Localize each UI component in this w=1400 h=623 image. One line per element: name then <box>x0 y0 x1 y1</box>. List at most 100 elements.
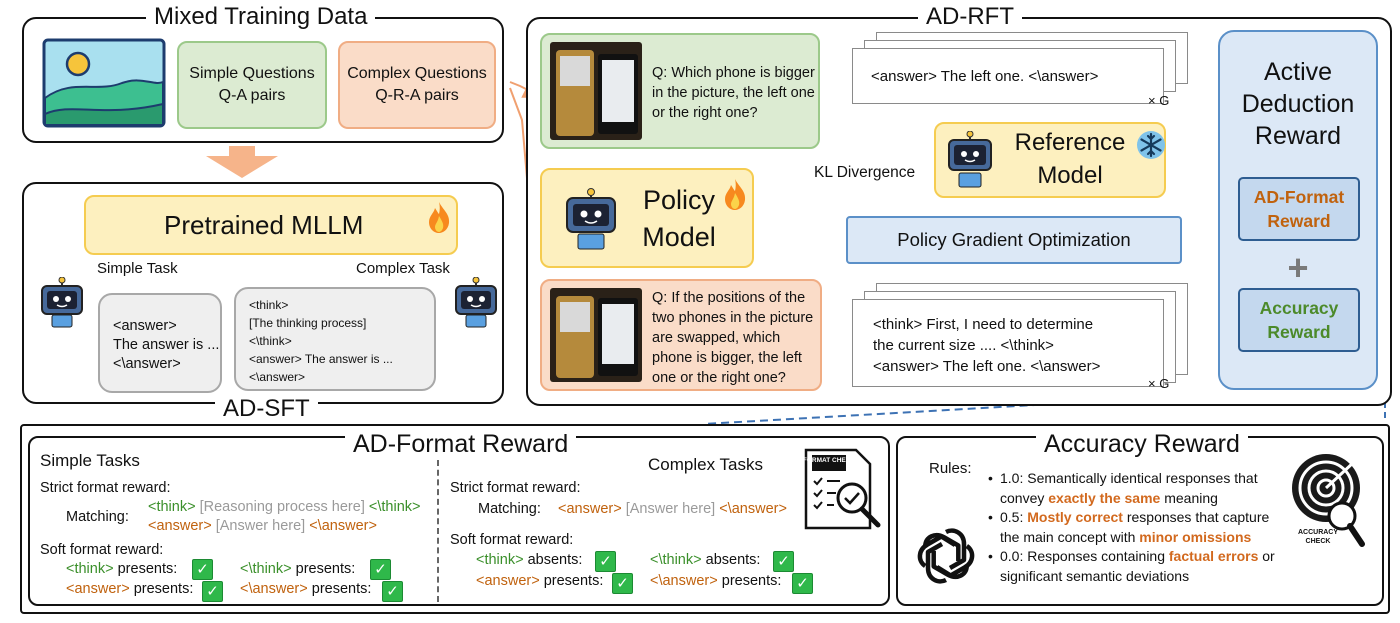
adr-line3: Reward <box>1254 122 1342 150</box>
think-close-tag: <\think> <box>368 499 421 515</box>
accuracy-check-line2: CHECK <box>1305 538 1331 545</box>
reference-label-line1: Reference <box>1014 129 1126 156</box>
soft-simple-think-row: <think> presents: <box>66 559 177 580</box>
image-icon <box>42 38 166 128</box>
rule-highlight: minor omissions <box>1139 528 1252 545</box>
output-line: <think> First, I need to determine <box>873 316 1094 333</box>
soft-complex-answer-row: <answer> presents: <box>476 571 603 592</box>
bubble-line: <\think> <box>249 334 292 348</box>
rule-item: • 1.0: Semantically identical responses … <box>988 470 1258 506</box>
soft-complex-answer-close-row: <\answer> presents: <box>650 571 781 592</box>
presents-label: presents: <box>133 581 194 597</box>
bubble-line: <answer> <box>113 318 177 334</box>
answer-close-tag: <\answer> <box>309 518 377 534</box>
policy-label-line1: Policy <box>642 185 716 215</box>
question-complex-text: Q: If the positions of the two phones in… <box>652 290 814 386</box>
rule-item: • 0.0: Responses containing factual erro… <box>988 548 1275 584</box>
rule-text: or <box>1258 548 1275 564</box>
output-line: <answer> The left one. <\answer> <box>873 358 1101 375</box>
rule-text: the main concept with <box>1000 528 1140 545</box>
answer-tag: <answer> <box>148 518 212 534</box>
answer-tag: <answer> <box>476 573 540 589</box>
simple-matching-line2: <answer> [Answer here] <\answer> <box>148 516 377 537</box>
think-tag: <think> <box>476 552 524 568</box>
rule-text: 1.0: Semantically identical responses th… <box>1000 470 1258 486</box>
chatgpt-logo-icon <box>914 524 978 593</box>
plus-sign: + <box>1287 247 1309 288</box>
rules-label: Rules: <box>929 460 972 477</box>
bubble-line: The answer is ... <box>113 337 220 353</box>
soft-simple-think-close-row: <\think> presents: <box>240 559 355 580</box>
complex-matching-line: <answer> [Answer here] <\answer> <box>558 499 787 520</box>
robot-icon <box>946 130 994 196</box>
mixed-training-title: Mixed Training Data <box>146 3 376 31</box>
rule-item: • 0.5: Mostly correct responses that cap… <box>988 509 1270 545</box>
matching-label: Matching: <box>66 509 129 525</box>
absents-label: absents: <box>527 552 583 568</box>
accuracy-line1: Accuracy <box>1259 298 1339 318</box>
soft-complex-think-row: <think> absents: <box>476 550 582 571</box>
rule-highlight: Mostly correct <box>1027 509 1123 525</box>
presents-label: presents: <box>543 573 604 589</box>
soft-format-label: Soft format reward: <box>40 542 164 558</box>
answer-close-tag: <\answer> <box>719 501 787 517</box>
ad-sft-title: AD-SFT <box>215 395 318 423</box>
complex-questions-box: Complex Questions Q-R-A pairs <box>338 41 496 129</box>
ad-format-reward-panel <box>28 436 890 606</box>
check-icon: ✓ <box>370 559 391 580</box>
answer-close-tag: <\answer> <box>650 573 718 589</box>
pretrained-mllm-label: Pretrained MLLM <box>164 209 364 240</box>
answer-tag: <answer> <box>66 581 130 597</box>
complex-answer-bubble: <think> [The thinking process] <\think> … <box>234 287 436 391</box>
soft-format-label: Soft format reward: <box>450 532 574 548</box>
pretrained-mllm-box: Pretrained MLLM <box>84 195 458 255</box>
answer-close-tag: <\answer> <box>240 581 308 597</box>
accuracy-check-line1: ACCURACY <box>1297 529 1339 536</box>
robot-icon <box>452 276 500 334</box>
soft-simple-answer-close-row: <\answer> presents: <box>240 579 371 600</box>
soft-simple-answer-row: <answer> presents: <box>66 579 193 600</box>
rule-highlight: factual errors <box>1168 548 1259 564</box>
output-line: the current size .... <\think> <box>873 337 1054 354</box>
reward-detail-panel <box>20 424 1390 614</box>
format-check-text-1: FORMAT CHECK <box>803 457 856 464</box>
adr-line1: Active <box>1263 58 1333 86</box>
check-icon: ✓ <box>382 581 403 602</box>
divider <box>437 460 439 602</box>
accuracy-check-icon <box>1290 450 1370 555</box>
simple-task-label: Simple Task <box>97 260 178 277</box>
rule-highlight: exactly the same <box>1048 489 1161 506</box>
reference-model-label: Reference Model <box>1008 126 1132 192</box>
rules-list: • 1.0: Semantically identical responses … <box>988 469 1294 586</box>
check-icon: ✓ <box>192 559 213 580</box>
think-tag: <think> <box>148 499 196 515</box>
complex-task-label: Complex Task <box>356 260 450 277</box>
simple-answer-bubble: <answer> The answer is ... <\answer> <box>98 293 222 393</box>
rule-text: 0.5: <box>1000 509 1028 525</box>
absents-label: absents: <box>705 552 761 568</box>
bubble-line: <answer> The answer is ... <box>249 352 393 366</box>
answer-placeholder: [Answer here] <box>215 518 306 534</box>
check-icon: ✓ <box>202 581 223 602</box>
simple-questions-box: Simple Questions Q-A pairs <box>177 41 327 129</box>
presents-label: presents: <box>721 573 782 589</box>
strict-format-label: Strict format reward: <box>40 480 171 496</box>
active-deduction-reward-title: Active Deduction Reward <box>1218 56 1378 152</box>
format-check-icon: FORMAT CHECK <box>800 448 884 537</box>
bubble-line: <\answer> <box>113 356 181 372</box>
fire-icon <box>426 200 452 239</box>
answer-placeholder: [Answer here] <box>625 501 716 517</box>
accuracy-reward-box: Accuracy Reward <box>1238 288 1360 352</box>
output-simple-text: <answer> The left one. <\answer> <box>852 48 1164 104</box>
times-g-label: × G <box>1148 93 1170 108</box>
robot-icon <box>38 276 86 334</box>
phones-photo <box>550 288 642 382</box>
matching-label: Matching: <box>478 501 541 517</box>
check-icon: ✓ <box>612 573 633 594</box>
check-icon: ✓ <box>792 573 813 594</box>
bubble-line: <think> <box>249 298 289 312</box>
policy-gradient-label: Policy Gradient Optimization <box>897 229 1131 250</box>
ad-format-reward-box: AD-Format Reward <box>1238 177 1360 241</box>
times-g-label: × G <box>1148 376 1170 391</box>
ad-format-reward-title: AD-Format Reward <box>345 430 577 458</box>
